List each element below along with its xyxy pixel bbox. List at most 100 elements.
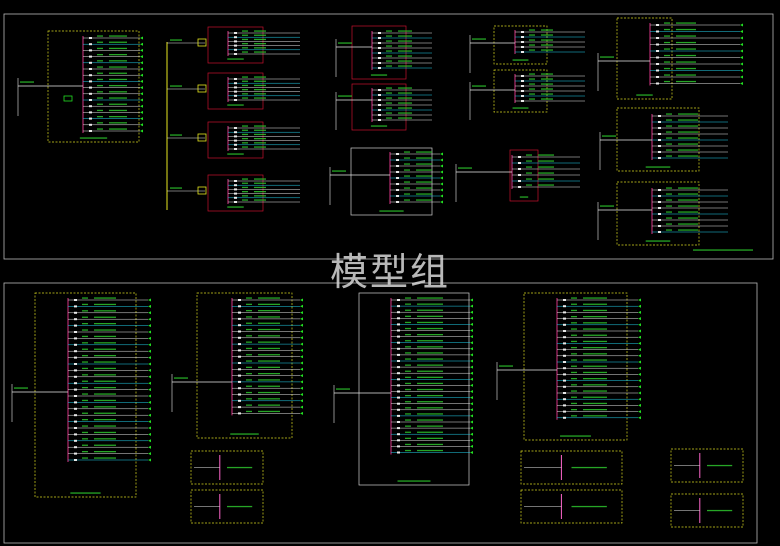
lower-panel-4-terminal-arrow — [638, 354, 641, 358]
right-panel-c-panel-caption — [645, 240, 671, 242]
main-panel-1-circuit-label — [97, 116, 103, 118]
right-panel-b-circuit-description — [678, 155, 698, 157]
main-panel-1-terminal-arrow — [140, 67, 143, 71]
lower-panel-3-circuit-label — [405, 388, 411, 391]
main-panel-1-breaker-mark — [89, 117, 92, 120]
mid-panel-a-breaker-mark — [378, 57, 381, 59]
sub-panel-2-circuit-description — [254, 89, 266, 91]
lower-panel-2-terminal-arrow — [300, 411, 303, 415]
right-panel-a-terminal-arrow — [740, 23, 743, 27]
mid-panel-c-circuit-label — [404, 193, 410, 195]
lower-panel-4-circuit-description — [583, 390, 607, 392]
riser-branch-label — [170, 134, 182, 136]
lower-panel-1-terminal-arrow — [148, 445, 151, 449]
lower-panel-3-circuit-description — [417, 449, 443, 452]
right-panel-b-feeder-label — [602, 135, 616, 137]
main-panel-1-circuit-description — [109, 103, 127, 105]
mid-panel-b-breaker-mark — [378, 94, 381, 96]
sub-panel-incomer-breaker — [197, 84, 207, 93]
sub-panel-2-circuit-label — [242, 84, 248, 87]
main-panel-1-terminal-arrow — [140, 73, 143, 77]
lower-panel-3-circuit-label — [405, 309, 411, 311]
lower-panel-3-circuit-label — [405, 352, 411, 354]
sub-panel-3-breaker-mark — [234, 131, 237, 134]
main-panel-1-circuit-description — [109, 78, 127, 81]
mid-panel-a-circuit-description — [398, 40, 412, 42]
lower-panel-3-circuit-label — [405, 321, 411, 324]
lower-panel-4-circuit-label — [571, 371, 577, 374]
lower-panel-3-circuit-label — [405, 413, 411, 415]
lower-panel-1-circuit-description — [94, 361, 116, 363]
lower-panel-2-breaker-mark — [238, 299, 241, 301]
lower-panel-3-terminal-arrow — [470, 408, 473, 412]
right-panel-a-breaker-mark — [656, 76, 659, 78]
lower-panel-3-breaker-mark — [397, 353, 400, 356]
red-panel-d-breaker-mark — [518, 174, 521, 176]
main-panel-1-panel-caption — [79, 137, 108, 139]
right-panel-b-circuit-description — [678, 143, 698, 145]
lower-panel-1-circuit-description — [94, 457, 116, 459]
lower-panel-4-breaker-mark — [563, 361, 566, 363]
lower-panel-1-breaker-mark — [74, 350, 77, 353]
right-panel-c-breaker-mark — [658, 213, 661, 215]
sub-panel-1-breaker-mark — [234, 53, 237, 55]
right-panel-a-circuit-description — [676, 61, 696, 63]
right-panel-c-circuit-label — [666, 193, 672, 195]
lower-panel-1-terminal-arrow — [148, 420, 151, 424]
lower-panel-1-circuit-label — [82, 438, 88, 440]
mid-panel-c-circuit-description — [416, 193, 432, 195]
small-panel-b-circuit-label — [529, 93, 535, 95]
mid-panel-c-circuit-label — [404, 151, 410, 153]
lower-panel-1-circuit-description — [94, 406, 116, 408]
main-panel-1-circuit-description — [109, 91, 127, 93]
lower-panel-3-terminal-arrow — [470, 402, 473, 406]
lower-panel-4-circuit-description — [583, 340, 607, 343]
lower-panel-4-terminal-arrow — [638, 335, 641, 339]
lower-panel-1-box — [34, 292, 137, 498]
lower-panel-3-circuit-label — [405, 334, 411, 336]
lower-panel-1-circuit-description — [94, 438, 116, 440]
right-panel-b-circuit-label — [666, 125, 672, 127]
mid-panel-a-circuit-description — [398, 60, 412, 62]
right-panel-c-breaker-mark — [658, 195, 661, 197]
aux-box-5 — [670, 448, 744, 483]
right-panel-b-breaker-mark — [658, 145, 661, 147]
mid-panel-a-breaker-mark — [378, 47, 381, 49]
red-panel-d-circuit-description — [538, 166, 554, 168]
lower-panel-1-circuit-description — [94, 323, 116, 325]
mid-panel-a-breaker-mark — [378, 42, 381, 44]
main-panel-1-terminal-arrow — [140, 61, 143, 65]
main-panel-1-breaker-mark — [89, 111, 92, 114]
lower-panel-1-feeder-label — [14, 387, 28, 389]
lower-panel-3-circuit-description — [417, 321, 443, 324]
mid-panel-b-breaker-mark — [378, 89, 381, 91]
small-panel-a-circuit-description — [541, 44, 553, 46]
lower-panel-1-circuit-label — [82, 393, 88, 395]
lower-panel-3-circuit-label — [405, 297, 411, 299]
lower-panel-4-circuit-description — [583, 334, 607, 336]
lower-panel-2-circuit-label — [246, 410, 252, 413]
sub-panel-4-breaker-mark — [234, 188, 237, 191]
aux-box-4 — [520, 489, 623, 524]
mid-panel-c-terminal-arrow — [440, 176, 443, 180]
lower-panel-4-circuit-description — [583, 328, 607, 330]
sub-panel-1-circuit-label — [242, 47, 248, 49]
right-panel-a-circuit-description — [676, 67, 696, 70]
sub-panel-3-panel-caption — [227, 153, 244, 155]
main-panel-1-terminal-arrow — [140, 79, 143, 83]
lower-panel-4-circuit-label — [571, 347, 577, 349]
main-panel-1-terminal-arrow — [140, 48, 143, 52]
right-panel-a-circuit-description — [676, 41, 696, 44]
lower-panel-4-breaker-mark — [563, 404, 566, 407]
mid-panel-b-circuit-description — [398, 87, 412, 89]
red-panel-d-circuit-label — [526, 154, 532, 156]
mid-panel-b-feeder-label — [338, 95, 352, 97]
lower-panel-2-breaker-mark — [238, 368, 241, 371]
lower-panel-2-circuit-description — [258, 398, 280, 400]
small-panel-a-panel-caption — [512, 59, 529, 61]
lower-panel-4-breaker-mark — [563, 354, 566, 357]
sub-panel-1-box — [207, 26, 264, 64]
lower-panel-1-terminal-arrow — [148, 426, 151, 430]
mid-panel-a-breaker-mark — [378, 32, 381, 34]
lower-panel-3-circuit-description — [417, 395, 443, 397]
